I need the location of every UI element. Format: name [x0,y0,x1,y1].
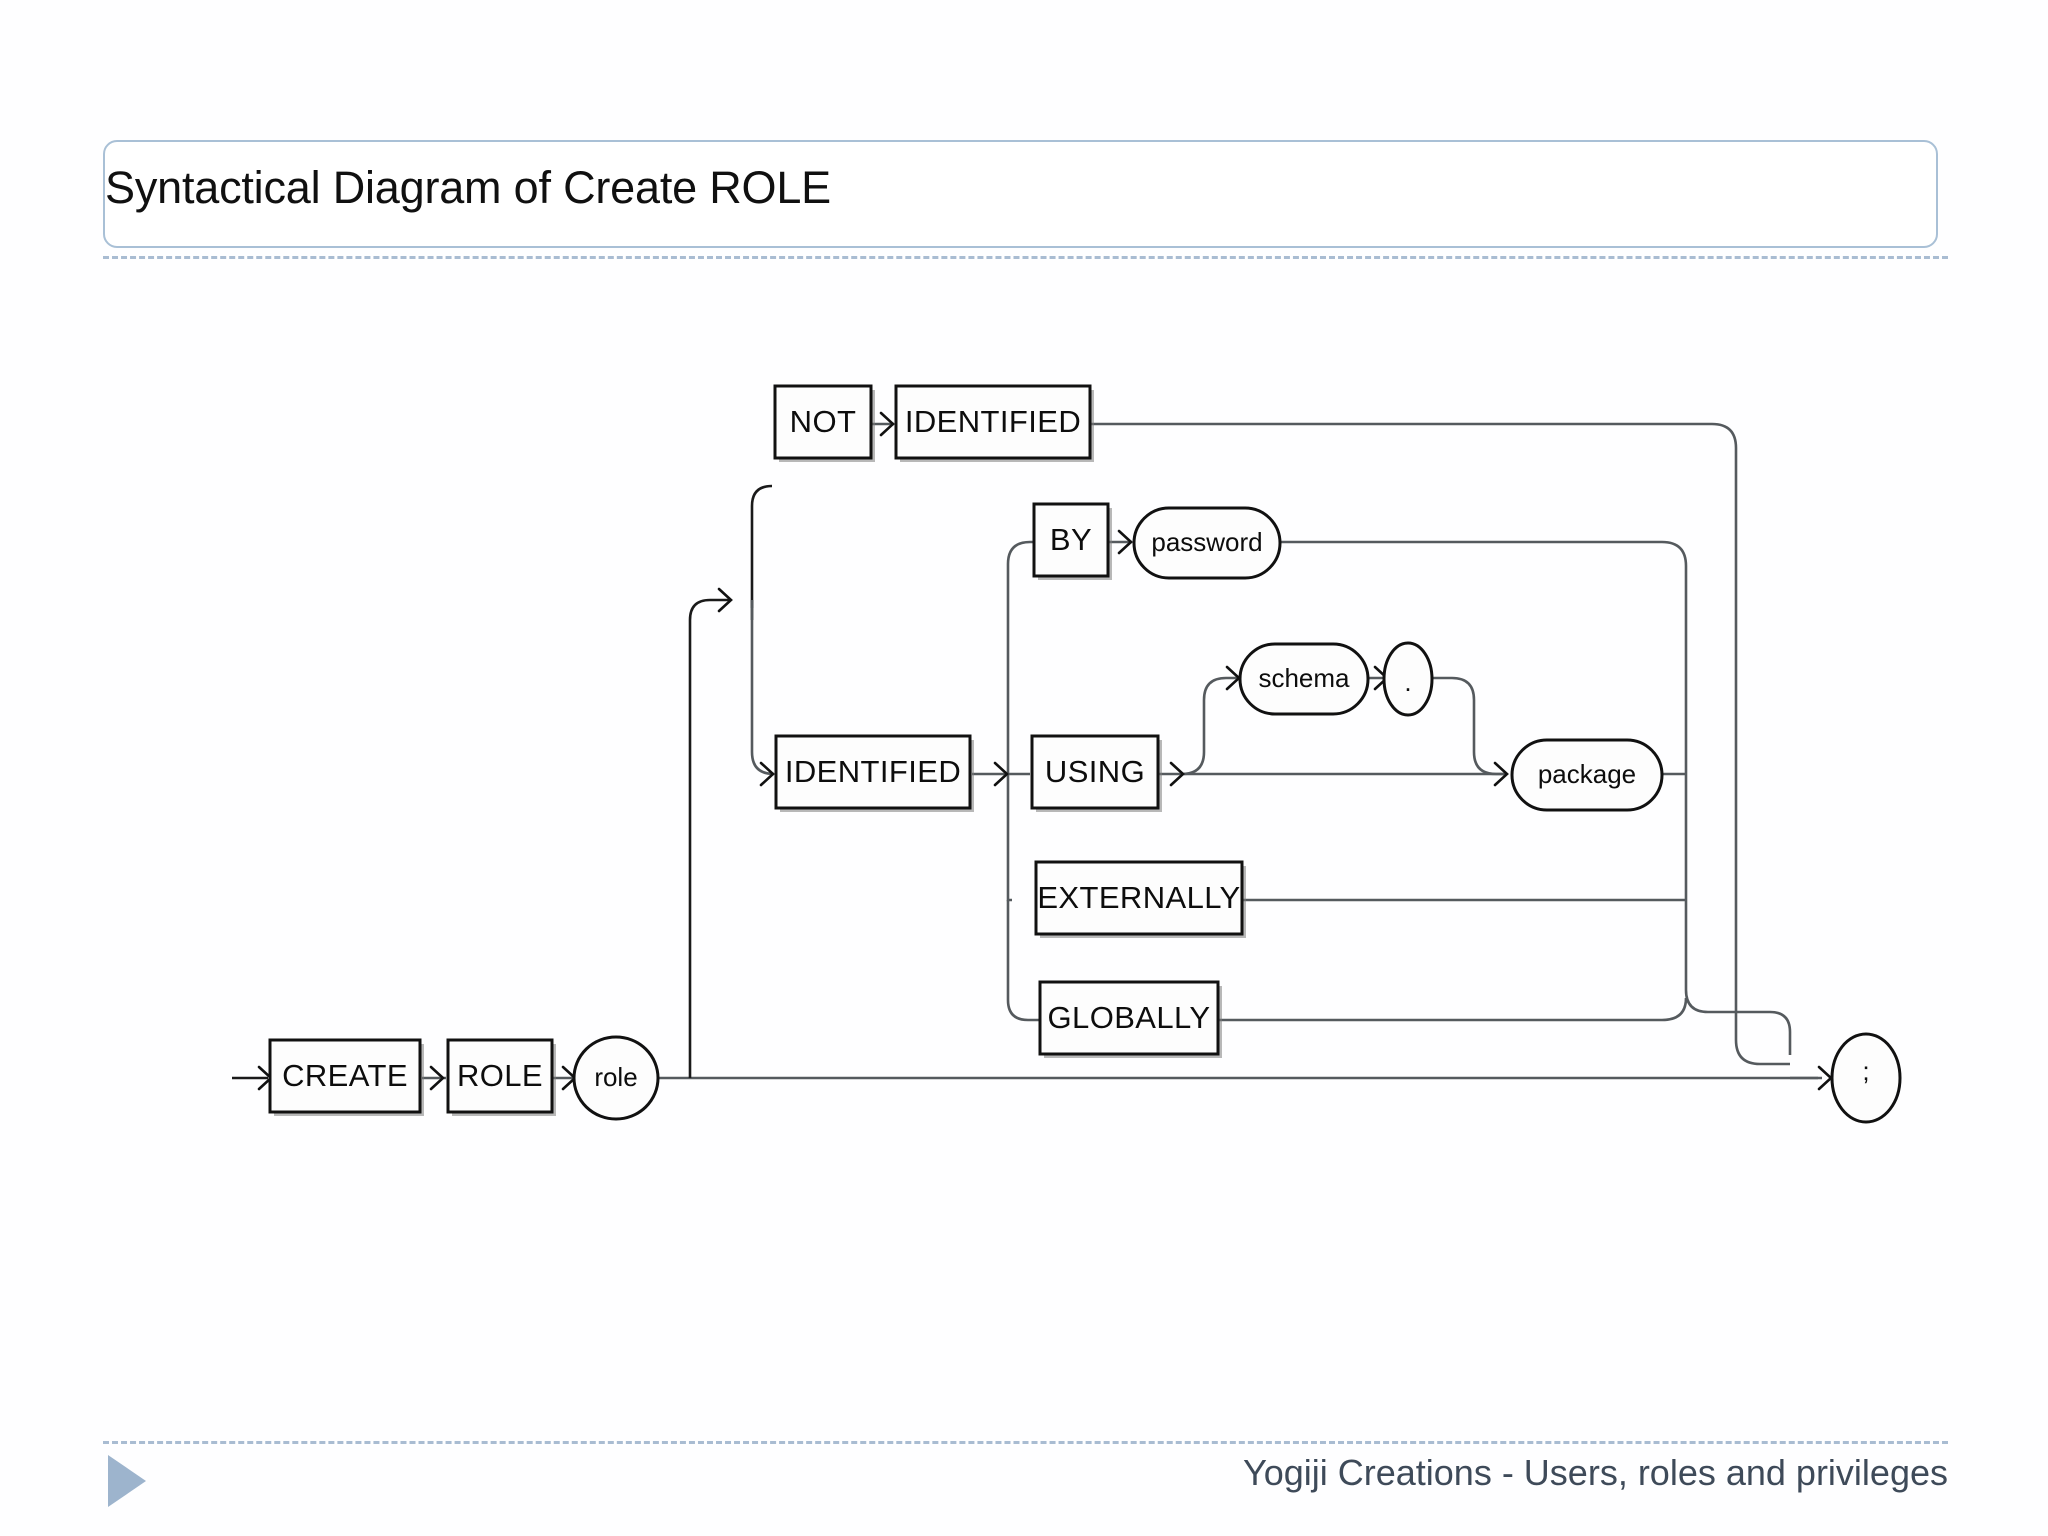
title-box [103,140,1938,248]
node-identified-main: IDENTIFIED [774,734,974,812]
node-role-name: role [572,1035,660,1121]
node-create-label: CREATE [282,1058,408,1093]
node-create: CREATE [268,1038,424,1116]
node-schema-label: schema [1258,663,1350,693]
footer-divider [103,1441,1948,1444]
node-password-label: password [1151,527,1262,557]
node-using-label: USING [1045,754,1145,789]
node-role-keyword: ROLE [446,1038,556,1116]
footer-label: Yogiji Creations - Users, roles and priv… [1243,1452,1948,1493]
node-dot: . [1382,641,1434,717]
node-globally-label: GLOBALLY [1048,1000,1211,1035]
node-identified-top-label: IDENTIFIED [905,404,1081,439]
node-externally: EXTERNALLY [1034,860,1246,938]
node-schema: schema [1238,642,1370,716]
node-dot-label: . [1404,667,1411,697]
node-terminator: ; [1830,1032,1902,1124]
node-identified-main-label: IDENTIFIED [785,754,961,789]
node-not-label: NOT [790,404,857,439]
node-using: USING [1030,734,1162,812]
node-not: NOT [773,384,875,462]
node-by-label: BY [1050,522,1092,557]
node-package-label: package [1538,759,1636,789]
node-role-name-label: role [594,1062,637,1092]
node-identified-top: IDENTIFIED [894,384,1094,462]
header-divider [103,256,1948,259]
node-password: password [1132,506,1282,580]
node-package: package [1510,738,1664,812]
node-globally: GLOBALLY [1038,980,1222,1058]
node-by: BY [1032,502,1112,580]
node-terminator-label: ; [1862,1056,1869,1086]
play-triangle-icon[interactable] [108,1455,146,1507]
node-externally-label: EXTERNALLY [1037,880,1240,915]
page-title: Syntactical Diagram of Create ROLE [105,162,831,213]
node-role-keyword-label: ROLE [457,1058,543,1093]
